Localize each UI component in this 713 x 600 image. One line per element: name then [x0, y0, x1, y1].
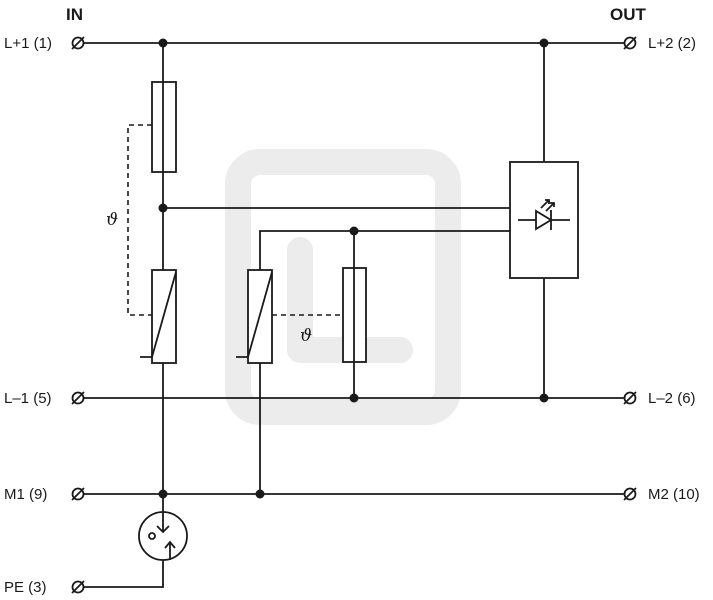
in-header: IN: [66, 5, 83, 24]
terminal-label-l2-out: L+2 (2): [648, 35, 696, 52]
terminal-label-m2-out: M2 (10): [648, 486, 700, 503]
thermal-coupling-left: [127, 124, 152, 316]
thermal-symbol-right: ϑ: [300, 326, 312, 346]
terminal-circle-slash-icon: [71, 36, 637, 594]
varistor-icon: [140, 269, 177, 364]
gas-discharge-tube-icon: [138, 511, 188, 561]
indicator-module: [509, 161, 579, 279]
terminal-label-lminus2-out: L–2 (6): [648, 390, 696, 407]
varistor-icon-middle: [236, 269, 273, 364]
led-icon: [518, 199, 570, 231]
terminal-label-l1-in: L+1 (1): [4, 35, 52, 52]
terminal-label-m1-in: M1 (9): [4, 486, 47, 503]
terminal-label-pe: PE (3): [4, 579, 47, 596]
fuse-icon-right: [342, 267, 367, 363]
junction-dots: [158, 38, 549, 499]
terminal-label-lminus1-in: L–1 (5): [4, 390, 52, 407]
fuse-icon: [151, 81, 177, 173]
out-header: OUT: [610, 5, 647, 24]
thermal-symbol-left: ϑ: [106, 210, 118, 230]
wiring: [84, 42, 624, 588]
